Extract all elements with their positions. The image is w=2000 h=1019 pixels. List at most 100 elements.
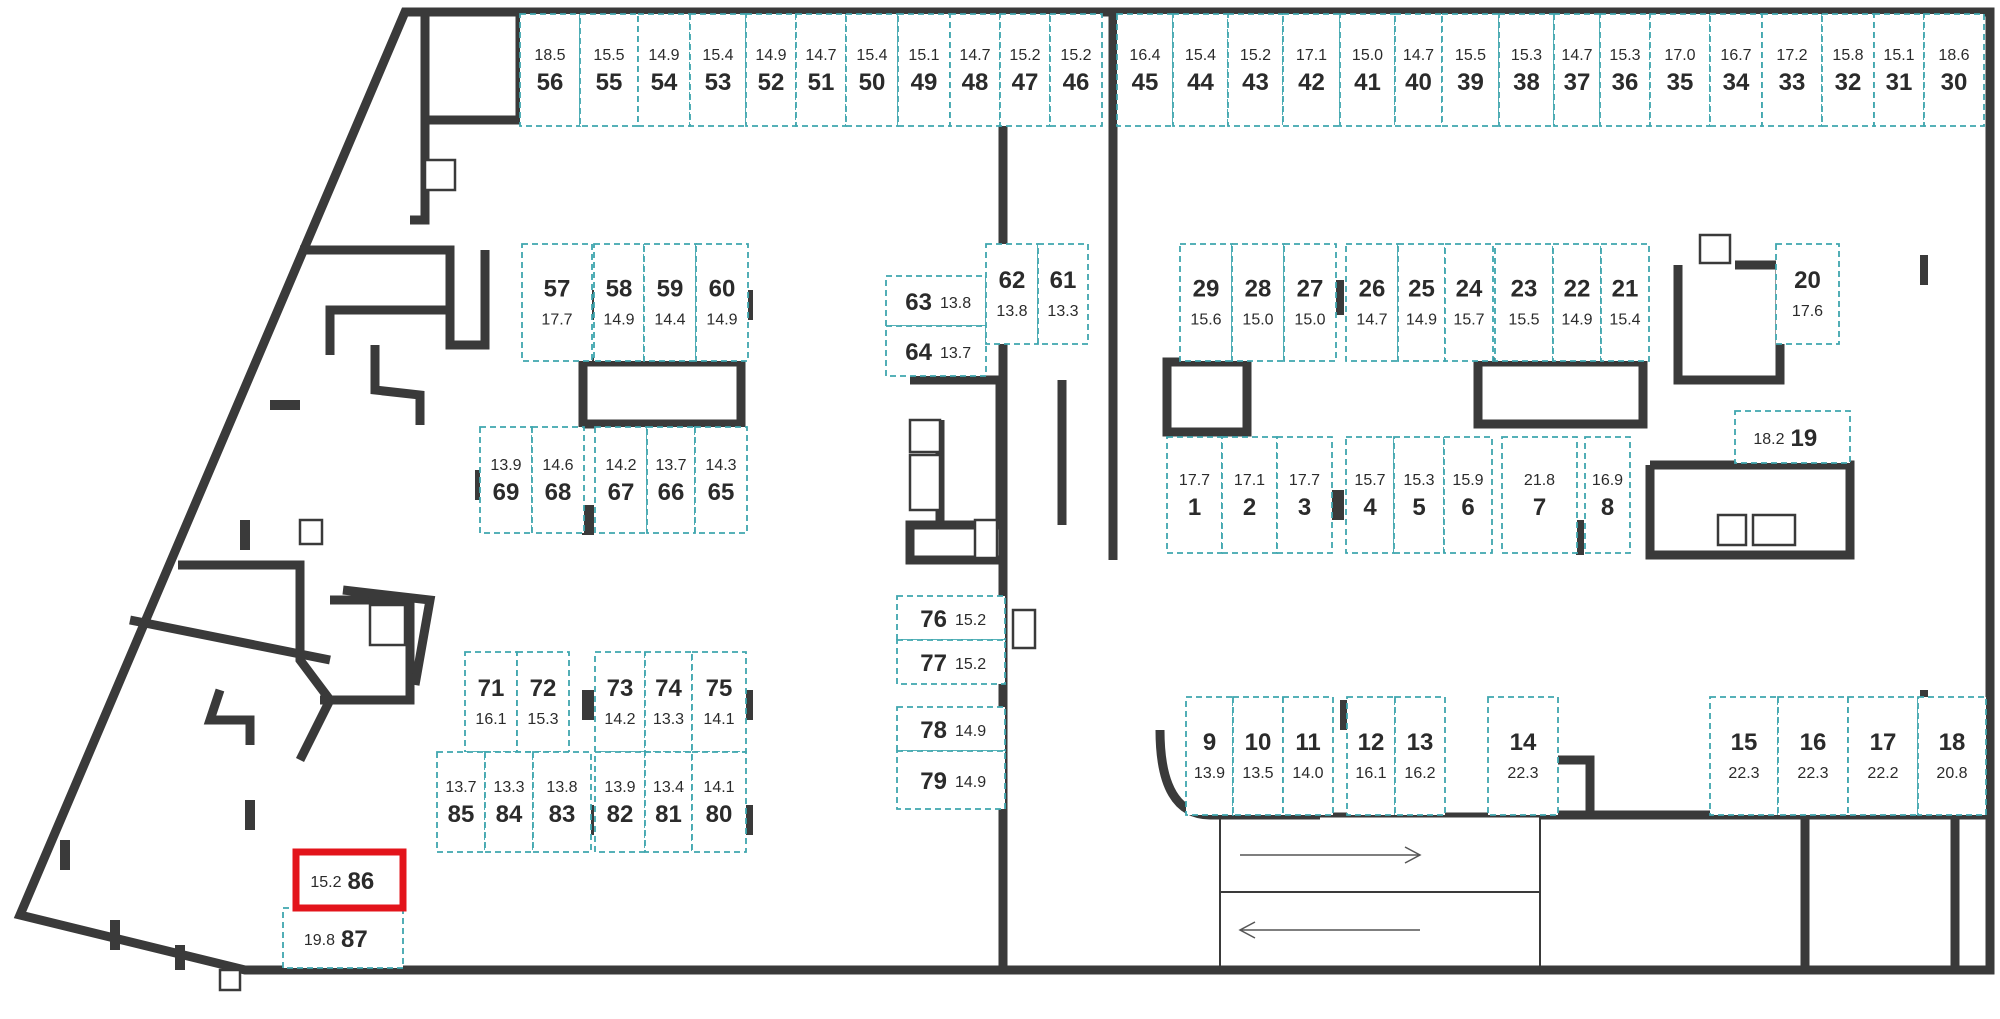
parking-spot-outline[interactable]	[1847, 696, 1919, 816]
parking-spot-outline[interactable]	[896, 595, 1006, 641]
parking-spot-outline[interactable]	[1397, 243, 1446, 362]
parking-spot-outline[interactable]	[896, 639, 1006, 685]
parking-spot-7[interactable]: 721.8	[1501, 436, 1578, 554]
parking-spot-outline[interactable]	[1494, 243, 1554, 362]
parking-spot-outline[interactable]	[1443, 436, 1493, 554]
parking-spot-outline[interactable]	[1231, 243, 1285, 362]
parking-spot-outline[interactable]	[1487, 696, 1559, 816]
parking-spot-outline[interactable]	[1232, 696, 1284, 816]
parking-spot-outline[interactable]	[1172, 13, 1229, 127]
parking-spot-3[interactable]: 317.7	[1276, 436, 1333, 554]
parking-spot-outline[interactable]	[691, 751, 747, 853]
parking-spot-6[interactable]: 615.9	[1443, 436, 1493, 554]
parking-spot-outline[interactable]	[282, 907, 404, 969]
parking-spot-outline[interactable]	[1709, 13, 1763, 127]
parking-spot-outline[interactable]	[1599, 13, 1651, 127]
parking-spot-5[interactable]: 515.3	[1393, 436, 1445, 554]
parking-spot-outline[interactable]	[521, 243, 593, 362]
parking-spot-outline[interactable]	[644, 751, 693, 853]
parking-spot-outline[interactable]	[644, 651, 693, 753]
parking-spot-outline[interactable]	[1709, 696, 1779, 816]
parking-spot-outline[interactable]	[1917, 696, 1987, 816]
parking-spot-outline[interactable]	[637, 13, 691, 127]
parking-spot-outline[interactable]	[1179, 243, 1233, 362]
parking-spot-8[interactable]: 816.9	[1584, 436, 1631, 554]
parking-spot-outline[interactable]	[1498, 13, 1555, 127]
parking-spot-outline[interactable]	[695, 243, 749, 362]
parking-spot-outline[interactable]	[896, 750, 1006, 810]
parking-spot-outline[interactable]	[1345, 243, 1399, 362]
parking-spot-outline[interactable]	[1873, 13, 1925, 127]
parking-spot-outline[interactable]	[1276, 436, 1333, 554]
parking-spot-outline[interactable]	[689, 13, 747, 127]
parking-spot-outline[interactable]	[1166, 436, 1223, 554]
parking-spot-outline[interactable]	[531, 426, 585, 534]
parking-spot-outline[interactable]	[1777, 696, 1849, 816]
parking-spot-4[interactable]: 415.7	[1345, 436, 1395, 554]
parking-spot-outline[interactable]	[1394, 696, 1446, 816]
parking-spot-9[interactable]: 913.9	[1185, 696, 1234, 816]
parking-spot-outline[interactable]	[1185, 696, 1234, 816]
parking-spot-outline[interactable]	[1037, 243, 1089, 345]
parking-spot-2[interactable]: 217.1	[1221, 436, 1278, 554]
parking-spot-outline[interactable]	[646, 426, 696, 534]
parking-spot-outline[interactable]	[579, 13, 639, 127]
parking-spot-outline[interactable]	[1923, 13, 1985, 127]
parking-spot-outline[interactable]	[594, 651, 646, 753]
parking-spot-outline[interactable]	[745, 13, 797, 127]
parking-spot-outline[interactable]	[1600, 243, 1650, 362]
parking-spot-outline[interactable]	[897, 13, 951, 127]
parking-spot-outline[interactable]	[436, 751, 486, 853]
parking-spot-outline[interactable]	[1393, 436, 1445, 554]
parking-spot-outline[interactable]	[1552, 243, 1602, 362]
parking-spot-outline[interactable]	[1116, 13, 1174, 127]
parking-spot-outline[interactable]	[464, 651, 518, 753]
parking-spot-outline[interactable]	[691, 651, 747, 753]
